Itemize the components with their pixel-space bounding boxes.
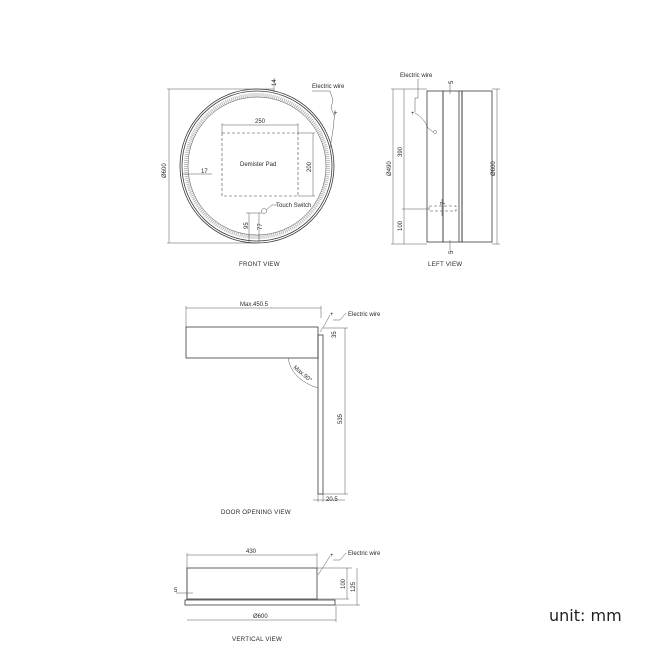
door-opening-view: Max.450.5 Max.90° + Electric wire 35 535… [185,302,381,516]
vertical-view-title: VERTICAL VIEW [232,636,282,643]
left-view: Electric wire + Ø490 390 100 7 5 5 [387,73,500,268]
unit-label: unit: mm [549,606,622,625]
door-offset-label: 35 [332,331,338,338]
pad-width-label: 250 [255,119,266,125]
left-wire-height: 390 [398,146,404,157]
front-view-title: FRONT VIEW [239,261,280,268]
left-bottom-gap: 5 [449,250,455,254]
door-view-title: DOOR OPENING VIEW [221,509,291,516]
front-diameter-label: Ø600 [162,163,168,178]
door-height-label: 535 [338,413,344,424]
left-wire-plus-icon: + [411,111,415,117]
left-overall-diameter: Ø600 [491,161,497,176]
switch-dim-a: 95 [244,222,250,229]
door-angle-label: Max.90° [292,365,313,384]
vertical-total-depth: 125 [351,581,357,592]
left-switch-dim: 7 [441,201,447,205]
left-electric-wire-label: Electric wire [400,73,433,79]
pad-height-label: 200 [307,161,313,172]
door-wire-plus-icon: + [330,312,334,318]
vertical-top-width: 430 [246,549,257,555]
vertical-inset-label: 5 [174,588,178,594]
left-top-gap: 5 [449,80,455,84]
front-electric-wire-label: Electric wire [312,84,345,90]
switch-dim-b: 77 [258,223,264,230]
demister-pad-label: Demister Pad [240,162,276,168]
vertical-body-depth: 100 [341,578,347,589]
front-view: Ø600 14 17 250 200 Demister Pad Electric… [162,78,345,268]
door-electric-wire-label: Electric wire [348,312,381,318]
frame-width-label: 14 [272,79,278,86]
touch-switch-label: Touch Switch [276,203,311,209]
door-max-width: Max.450.5 [240,302,269,308]
vertical-diameter-label: Ø600 [253,614,268,620]
led-band-label: 17 [201,169,208,175]
vertical-view: 430 + Electric wire 5 100 125 Ø600 VERTI… [174,549,381,643]
vertical-electric-wire-label: Electric wire [348,551,381,557]
wire-plus-icon: + [334,111,338,117]
left-view-title: LEFT VIEW [428,261,462,268]
left-switch-height: 100 [398,220,404,231]
vertical-wire-plus-icon: + [330,553,334,559]
door-thickness-label: 20.5 [326,497,338,503]
left-inner-diameter: Ø490 [387,161,393,176]
